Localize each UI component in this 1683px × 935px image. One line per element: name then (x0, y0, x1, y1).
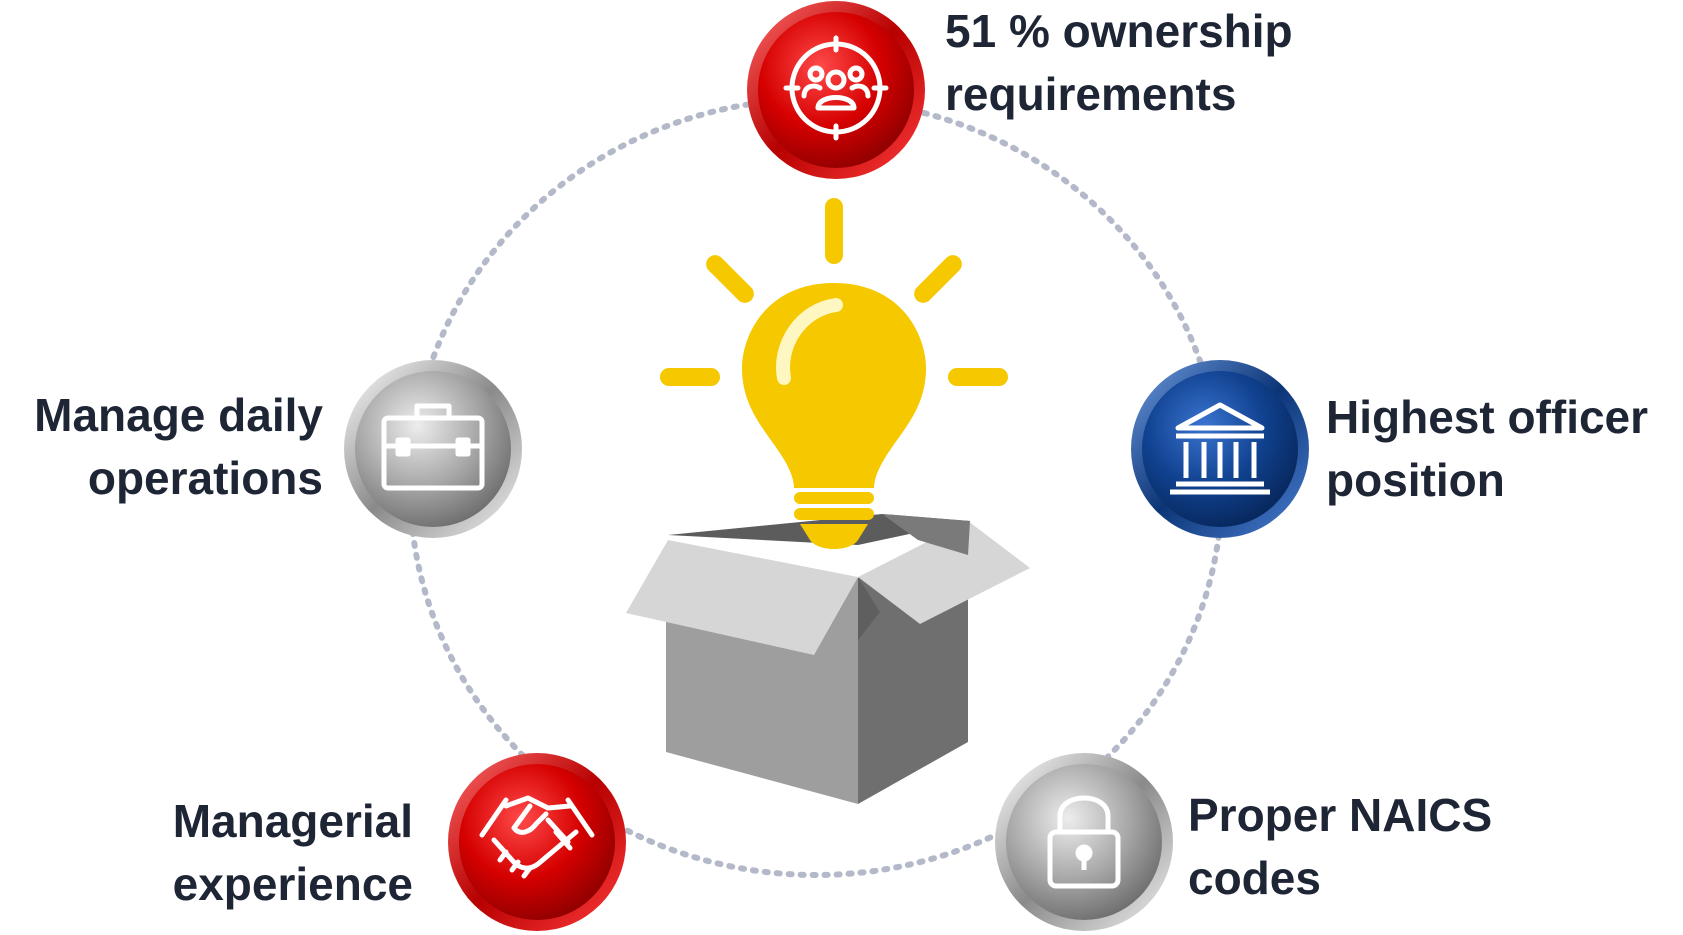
label-officer-line-1: Highest officer (1326, 391, 1649, 443)
label-managerial-line-2: experience (172, 858, 413, 910)
box-flap-left (626, 540, 858, 655)
briefcase-icon (381, 403, 485, 491)
box-flap-right (858, 521, 1030, 624)
light-rays (660, 198, 1008, 386)
label-ownership-line-1: 51 % ownership (945, 5, 1293, 57)
team-target-icon (783, 35, 889, 141)
node-officer (1131, 360, 1309, 538)
box-flap-back-right (882, 514, 970, 555)
box-flap-front-shadow (858, 577, 880, 640)
label-managerial: Managerial experience (173, 790, 413, 916)
lightbulb-icon (742, 283, 926, 549)
label-ownership: 51 % ownership requirements (945, 0, 1293, 126)
label-daily-line-2: operations (87, 452, 323, 504)
node-managerial (448, 753, 626, 931)
handshake-icon (479, 795, 595, 879)
label-naics-line-2: codes (1188, 852, 1321, 904)
bank-building-icon (1170, 402, 1270, 495)
label-daily: Manage daily operations (34, 384, 323, 510)
node-naics (995, 753, 1173, 931)
box-side (858, 555, 968, 804)
lightbulb-in-box-icon (626, 198, 1030, 804)
label-managerial-line-1: Managerial (172, 795, 413, 847)
label-ownership-line-2: requirements (945, 68, 1237, 120)
node-ownership (747, 1, 925, 179)
label-naics: Proper NAICS codes (1188, 784, 1492, 910)
node-daily (344, 360, 522, 538)
padlock-icon (1047, 795, 1121, 889)
label-daily-line-1: Manage daily (34, 389, 323, 441)
label-naics-line-1: Proper NAICS (1188, 789, 1493, 841)
label-officer-line-2: position (1326, 454, 1505, 506)
label-officer: Highest officer position (1326, 386, 1648, 512)
